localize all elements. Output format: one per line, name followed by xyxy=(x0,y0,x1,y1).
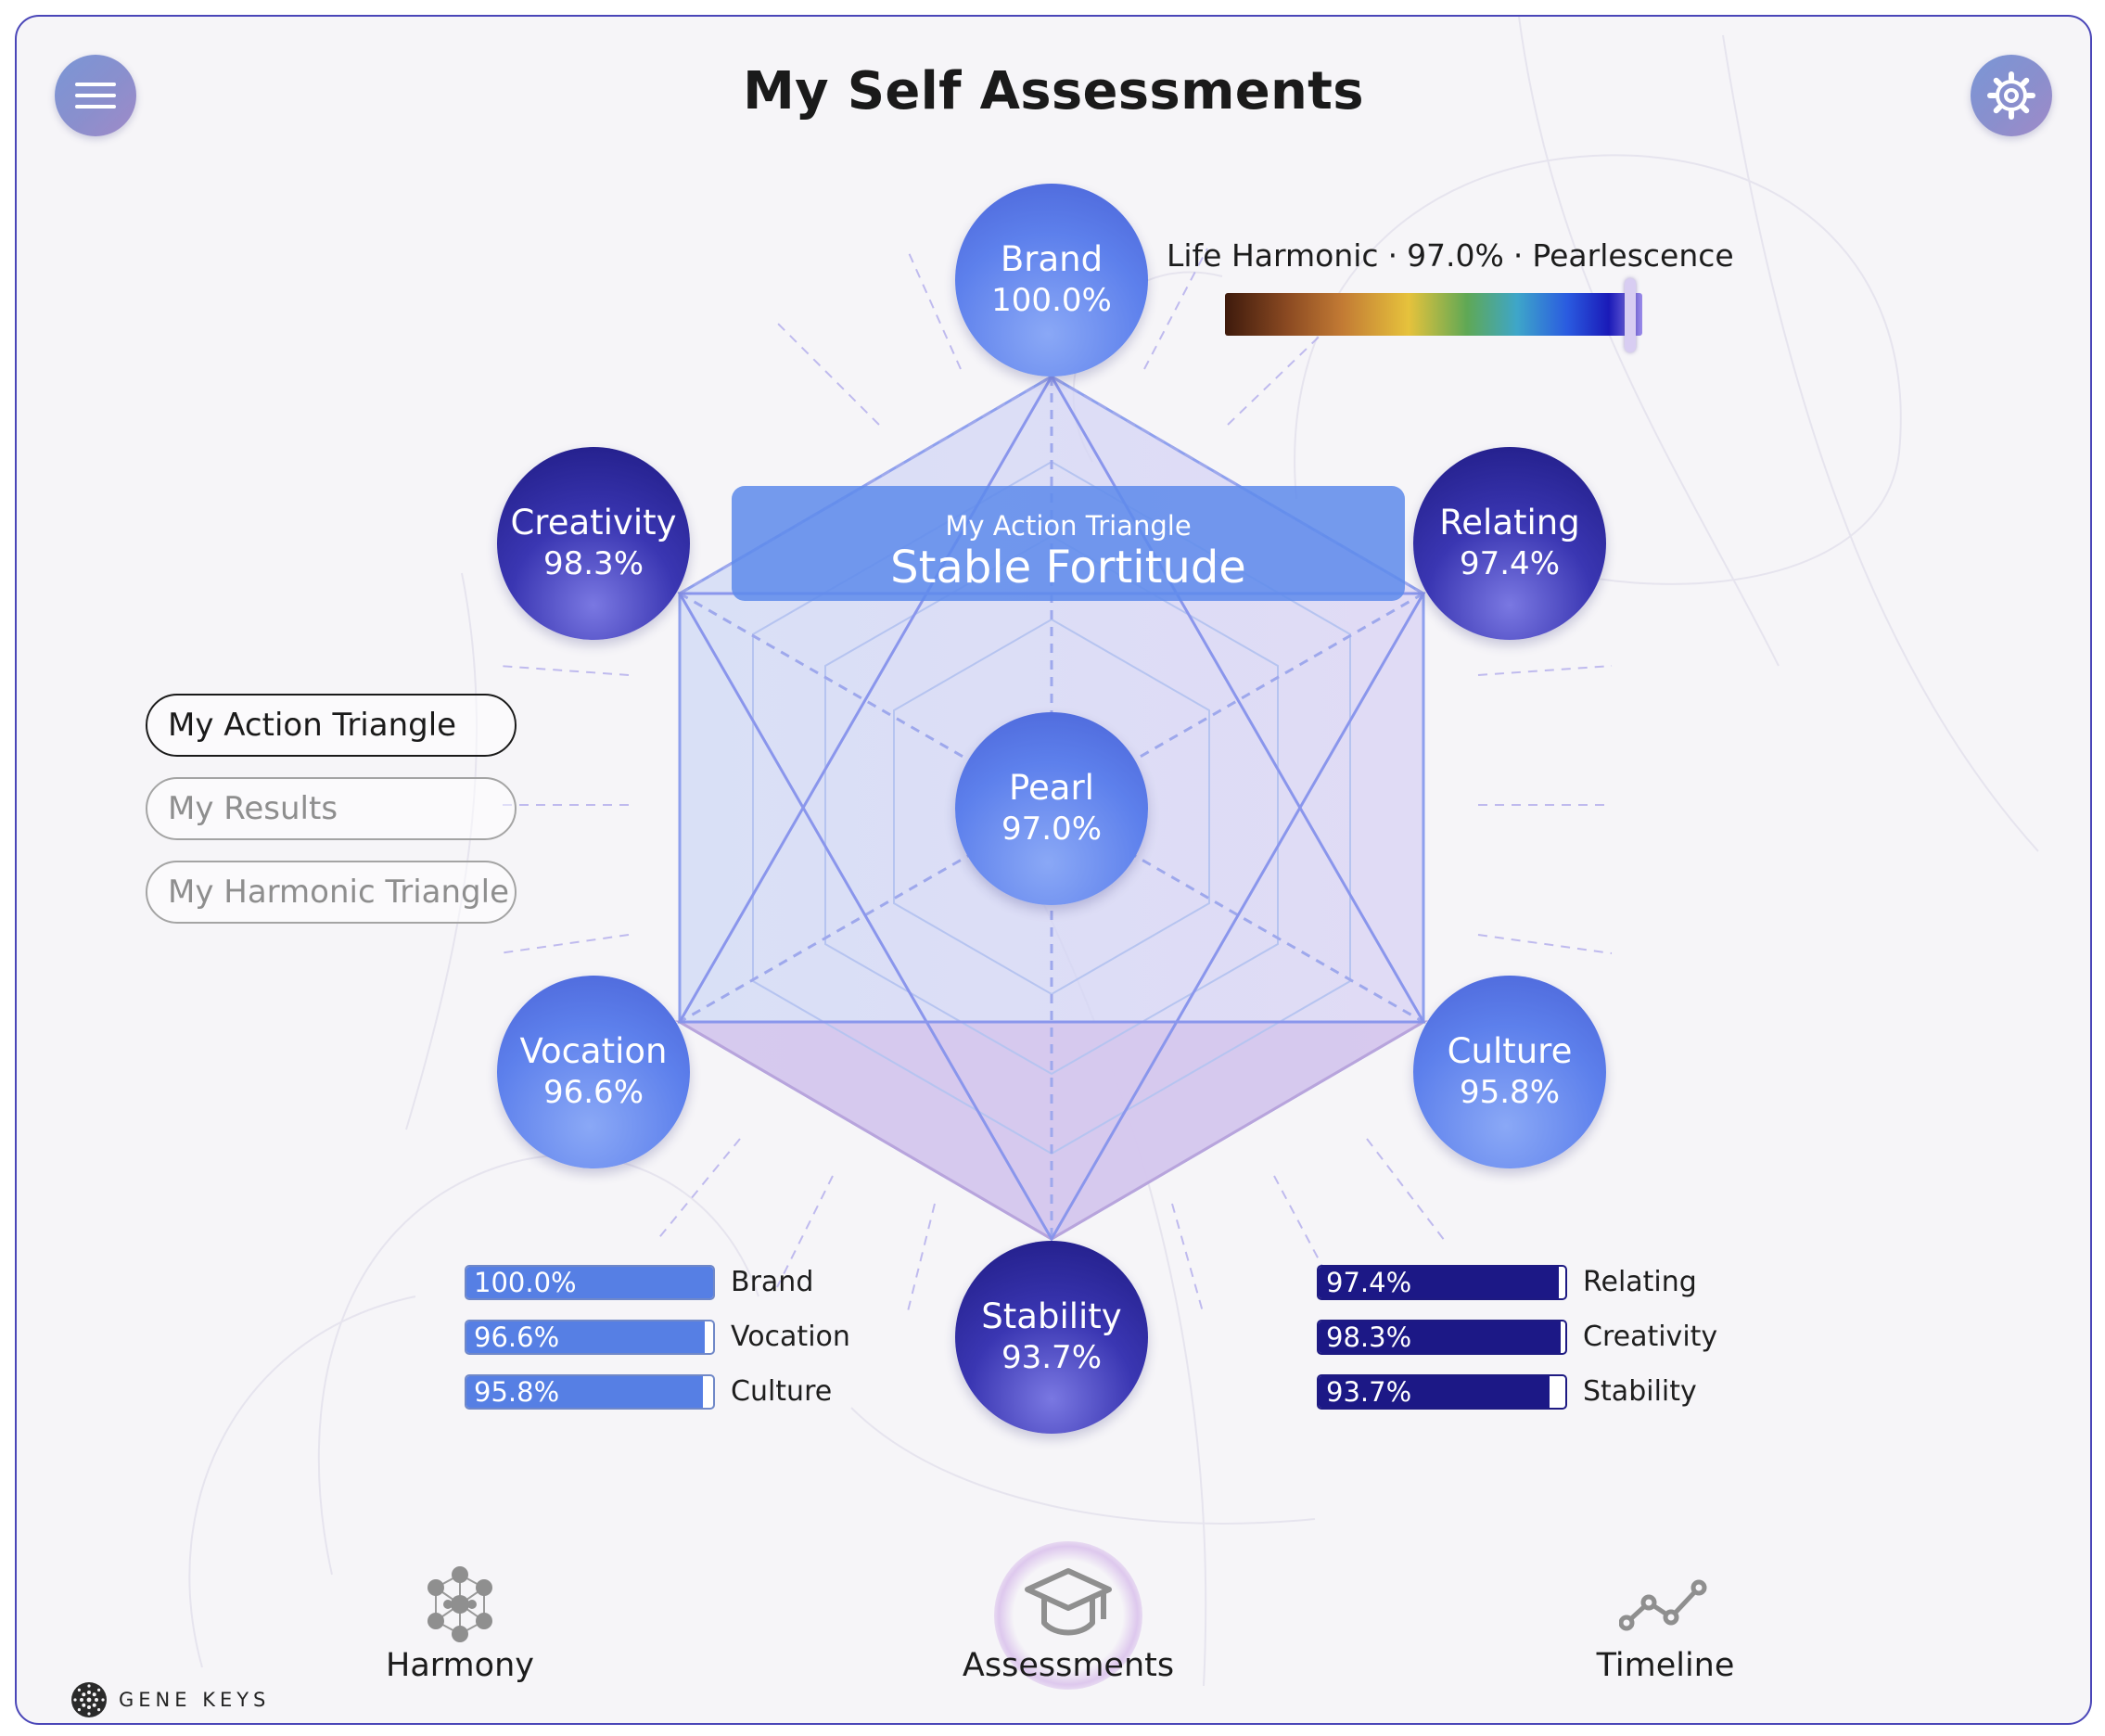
toggle-my-results[interactable]: My Results xyxy=(146,777,517,840)
sphere-name: Pearl xyxy=(1009,768,1094,808)
sphere-name: Brand xyxy=(1000,239,1104,279)
banner-title: Stable Fortitude xyxy=(890,542,1246,594)
sphere-name: Creativity xyxy=(510,503,677,542)
score-bar-name: Vocation xyxy=(731,1321,850,1353)
score-bar-fill xyxy=(1319,1376,1550,1408)
score-bar-value: 97.4% xyxy=(1326,1267,1412,1298)
toggle-label: My Harmonic Triangle xyxy=(168,874,509,911)
score-bar-name: Creativity xyxy=(1583,1321,1718,1353)
nav-label: Assessments xyxy=(962,1647,1175,1684)
harmonic-spectrum-bar xyxy=(1225,278,1642,352)
sphere-value: 96.6% xyxy=(542,1074,644,1111)
life-harmonic-prefix: Life Harmonic xyxy=(1167,237,1379,274)
toggle-my-harmonic-triangle[interactable]: My Harmonic Triangle xyxy=(146,861,517,924)
action-triangle-banner: My Action Triangle Stable Fortitude xyxy=(732,486,1405,601)
gene-keys-emblem-icon xyxy=(71,1682,107,1717)
gene-keys-logo: GENE KEYS xyxy=(70,1681,270,1718)
sphere-value: 97.0% xyxy=(1001,811,1102,848)
score-bar-name: Culture xyxy=(731,1375,833,1408)
score-bar-relating: 97.4% xyxy=(1317,1265,1567,1300)
life-harmonic-value: 97.0% xyxy=(1407,237,1504,274)
hamburger-icon xyxy=(75,83,116,108)
score-bar-value: 95.8% xyxy=(474,1376,560,1408)
sphere-stability[interactable]: Stability 93.7% xyxy=(955,1241,1148,1434)
sphere-value: 100.0% xyxy=(991,282,1112,319)
score-bar-brand: 100.0% xyxy=(465,1265,715,1300)
nav-label: Harmony xyxy=(386,1647,534,1684)
active-tab-halo xyxy=(994,1541,1142,1690)
harmony-network-icon xyxy=(427,1566,492,1642)
toggle-my-action-triangle[interactable]: My Action Triangle xyxy=(146,694,517,757)
score-bar-fill xyxy=(1319,1321,1562,1353)
score-bar-fill xyxy=(466,1321,705,1353)
sphere-name: Vocation xyxy=(519,1031,668,1071)
page-title: My Self Assessments xyxy=(743,61,1364,121)
menu-button[interactable] xyxy=(55,55,136,136)
spectrum-marker xyxy=(1624,278,1636,352)
nav-harmony[interactable]: Harmony xyxy=(321,1565,599,1684)
score-bar-vocation: 96.6% xyxy=(465,1320,715,1355)
score-bar-stability: 93.7% xyxy=(1317,1374,1567,1410)
score-bar-name: Stability xyxy=(1583,1375,1697,1408)
score-bar-fill xyxy=(466,1267,713,1298)
brand-name: GENE KEYS xyxy=(119,1689,271,1711)
score-bar-value: 98.3% xyxy=(1326,1321,1412,1353)
score-bar-value: 96.6% xyxy=(474,1321,560,1353)
banner-subtitle: My Action Triangle xyxy=(945,510,1192,542)
sphere-name: Stability xyxy=(981,1296,1122,1336)
sphere-value: 97.4% xyxy=(1459,545,1560,582)
score-bar-name: Relating xyxy=(1583,1266,1697,1298)
gear-icon xyxy=(1987,71,2035,120)
sphere-creativity[interactable]: Creativity 98.3% xyxy=(497,447,690,640)
sphere-pearl[interactable]: Pearl 97.0% xyxy=(955,712,1148,905)
settings-button[interactable] xyxy=(1971,55,2052,136)
toggle-label: My Action Triangle xyxy=(168,707,457,744)
score-bar-fill xyxy=(1319,1267,1560,1298)
nav-assessments[interactable]: Assessments xyxy=(929,1565,1207,1684)
sphere-relating[interactable]: Relating 97.4% xyxy=(1413,447,1606,640)
timeline-chart-icon xyxy=(1618,1579,1707,1631)
score-bar-fill xyxy=(466,1376,703,1408)
app-frame: My Self Assessments Life Harmonic·97.0%·… xyxy=(15,15,2092,1725)
sphere-name: Culture xyxy=(1447,1031,1573,1071)
score-bar-creativity: 98.3% xyxy=(1317,1320,1567,1355)
score-bar-culture: 95.8% xyxy=(465,1374,715,1410)
score-bar-value: 100.0% xyxy=(474,1267,577,1298)
life-harmonic-level: Pearlescence xyxy=(1532,237,1734,274)
sphere-brand[interactable]: Brand 100.0% xyxy=(955,184,1148,377)
sphere-name: Relating xyxy=(1439,503,1580,542)
graduation-cap-icon xyxy=(1025,1568,1112,1636)
sphere-value: 93.7% xyxy=(1001,1339,1102,1376)
toggle-label: My Results xyxy=(168,790,338,827)
score-bar-name: Brand xyxy=(731,1266,814,1298)
score-bar-value: 93.7% xyxy=(1326,1376,1412,1408)
sphere-culture[interactable]: Culture 95.8% xyxy=(1413,976,1606,1168)
nav-timeline[interactable]: Timeline xyxy=(1526,1565,1805,1684)
sphere-vocation[interactable]: Vocation 96.6% xyxy=(497,976,690,1168)
life-harmonic-label: Life Harmonic·97.0%·Pearlescence xyxy=(1167,237,1734,274)
nav-label: Timeline xyxy=(1596,1647,1735,1684)
sphere-value: 98.3% xyxy=(542,545,644,582)
sphere-value: 95.8% xyxy=(1459,1074,1560,1111)
